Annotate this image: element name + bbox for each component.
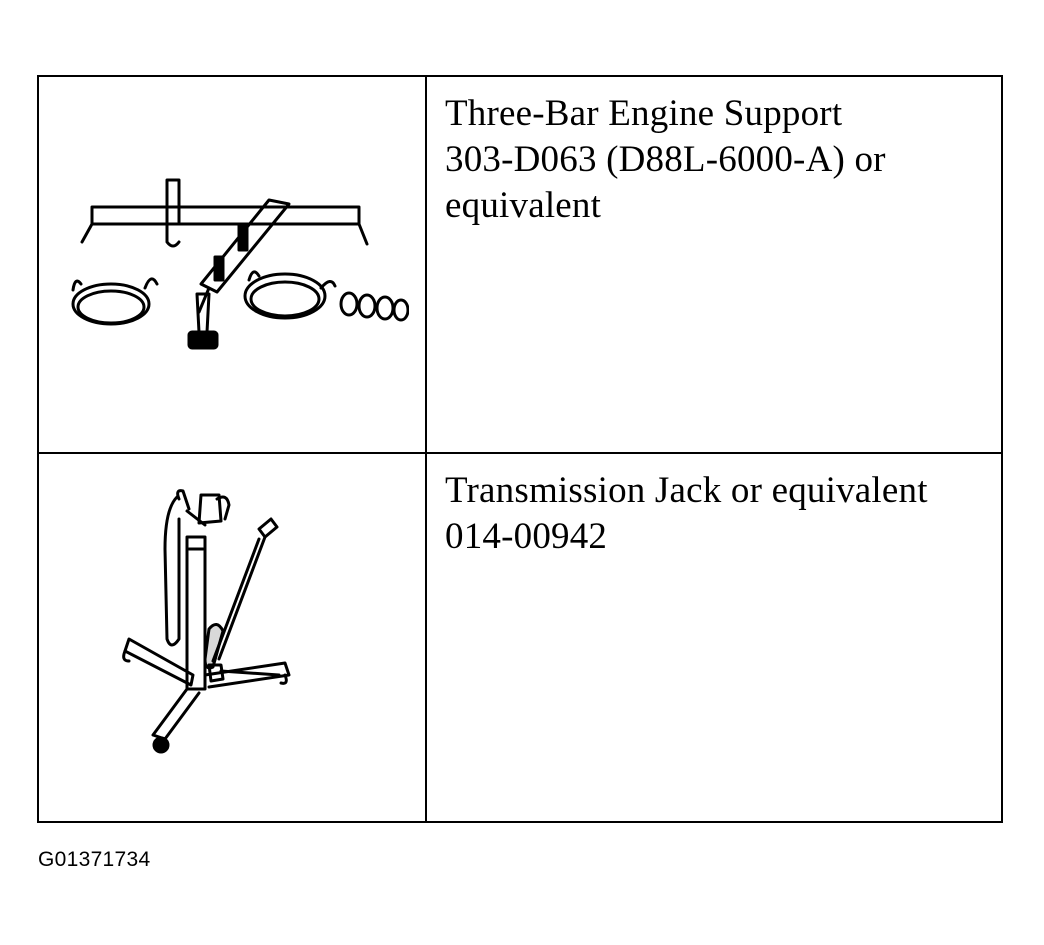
tool-image-cell xyxy=(39,77,427,452)
tool-row: Three-Bar Engine Support 303-D063 (D88L-… xyxy=(39,77,1001,454)
tool-row: Transmission Jack or equivalent 014-0094… xyxy=(39,454,1001,821)
tool-description: Transmission Jack or equivalent 014-0094… xyxy=(427,454,1001,821)
three-bar-engine-support-illustration xyxy=(71,178,409,350)
tool-part-number: 303-D063 (D88L-6000-A) or xyxy=(445,139,886,180)
tool-description: Three-Bar Engine Support 303-D063 (D88L-… xyxy=(427,77,1001,452)
tool-equivalent-note: equivalent xyxy=(445,185,602,226)
tool-part-number: 014-00942 xyxy=(445,516,608,557)
tool-table: Three-Bar Engine Support 303-D063 (D88L-… xyxy=(37,75,1003,823)
transmission-jack-illustration xyxy=(122,489,291,754)
tool-name: Transmission Jack or equivalent xyxy=(445,470,928,511)
tool-image-cell xyxy=(39,454,427,821)
tool-name: Three-Bar Engine Support xyxy=(445,93,843,134)
figure-id: G01371734 xyxy=(38,848,151,871)
